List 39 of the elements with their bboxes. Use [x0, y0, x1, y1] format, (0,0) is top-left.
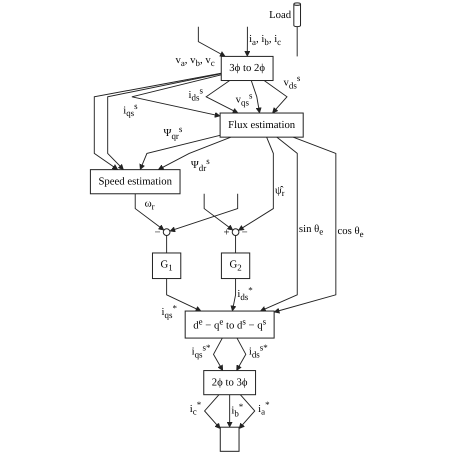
transform-block: 2ϕ to 3ϕ — [203, 370, 256, 396]
arrow — [158, 136, 232, 170]
arrow — [238, 136, 274, 231]
arrow — [198, 26, 226, 57]
load-label: Load — [269, 9, 292, 22]
arrow — [131, 74, 222, 118]
connector-line — [235, 235, 236, 254]
connector-line — [296, 26, 298, 57]
transform-block: d$^{e}$ − q$^{e}$ to d$^{s}$ − q$^{s}$ — [184, 310, 275, 339]
empty-block — [220, 426, 240, 452]
arrow — [238, 394, 256, 429]
arrow — [230, 278, 236, 312]
arrow — [250, 80, 262, 114]
estimator-block: Flux estimation — [220, 112, 304, 138]
arrow — [166, 278, 202, 312]
gain-block: G$_{1}$ — [152, 252, 182, 280]
load-drum — [293, 2, 302, 28]
arrow — [204, 193, 234, 230]
arrow — [244, 26, 250, 57]
arrow — [205, 80, 238, 114]
sign-label: + — [224, 226, 230, 238]
arrow — [134, 193, 164, 230]
arrow — [204, 394, 221, 429]
arrow — [170, 193, 238, 232]
summing-junction — [162, 228, 170, 236]
summing-junction — [232, 228, 240, 236]
estimator-block: Speed estimation — [90, 169, 181, 194]
arrow — [226, 394, 233, 428]
arrow — [212, 338, 224, 371]
arrow — [140, 134, 221, 170]
sign-label: − — [242, 226, 248, 238]
arrow — [236, 338, 246, 371]
connector-line — [166, 235, 168, 254]
arrow — [274, 136, 336, 314]
arrow — [260, 136, 298, 312]
arrow — [264, 80, 288, 114]
transform-block: 3ϕ to 2ϕ — [220, 56, 274, 82]
gain-block: G$_{2}$ — [220, 252, 250, 280]
sign-label: − — [154, 226, 161, 238]
